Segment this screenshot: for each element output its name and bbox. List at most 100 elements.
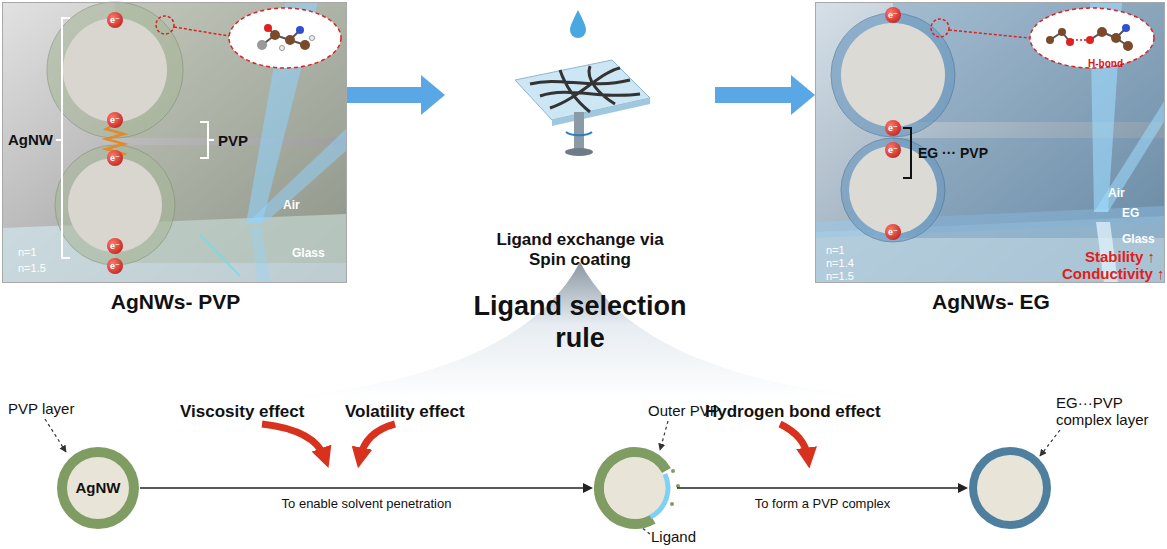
pvp-panel-art — [229, 8, 341, 68]
arrow-head — [421, 75, 445, 115]
rule-band: Ligand selection rule — [230, 262, 930, 400]
part-label: AgNW — [8, 131, 53, 148]
callout: Ligand — [651, 528, 696, 545]
core-label: AgNW — [56, 479, 140, 496]
pvp-panel-art — [200, 235, 240, 276]
leader-line — [45, 419, 1060, 534]
eg-panel-art — [1030, 8, 1154, 68]
effect-arrow — [360, 424, 395, 458]
pvp-panel-art — [47, 2, 183, 138]
pvp-panel-art — [296, 26, 304, 34]
eg-panel-art — [1058, 28, 1066, 36]
spin-coater-art — [515, 60, 650, 120]
index-label: n=1.5 — [826, 270, 854, 282]
arrow-head — [583, 483, 593, 493]
eg-panel-art — [1086, 36, 1094, 44]
spin-coater-art — [570, 10, 586, 38]
eg-panel-art — [931, 19, 949, 37]
pvp-panel-art — [2, 2, 347, 283]
electron-symbol: e⁻ — [885, 7, 901, 23]
pvp-panel-art — [310, 36, 315, 41]
pvp-panel-art — [55, 145, 175, 265]
result-label: Stability ↑ — [1085, 248, 1155, 265]
nanowire-cross-section-outline — [968, 446, 1052, 530]
callout: EG···PVP complex layer — [1056, 394, 1166, 428]
medium-label: Glass — [1122, 232, 1155, 246]
eg-panel-art — [1066, 38, 1074, 46]
step-label: Ligand exchange via Spin coating — [495, 230, 665, 270]
leader-line — [1040, 430, 1060, 456]
nanowire-cross-section-outline — [57, 447, 139, 529]
connector-line — [347, 87, 426, 103]
panel: AgNWs- PVP — [2, 2, 347, 283]
pvp-panel-art — [200, 122, 214, 158]
pvp-panel-art — [250, 226, 270, 283]
flow-arrow — [677, 483, 968, 493]
electron-symbol: e⁻ — [885, 224, 901, 240]
eg-panel-art — [815, 2, 1165, 283]
eg-panel-art — [1094, 100, 1165, 212]
rule-band-outline — [230, 262, 930, 400]
pvp-panel-art — [300, 40, 310, 50]
process-step: Ligand exchange via Spin coating — [445, 15, 715, 270]
panel-title: AgNWs- EG — [856, 290, 1126, 314]
part-label: PVP — [218, 132, 248, 149]
medium-label: Air — [1108, 186, 1125, 200]
result-label: Conductivity ↑ — [1062, 265, 1165, 282]
spin-coater-art — [566, 132, 592, 135]
pvp-panel-art — [285, 35, 295, 45]
nanowire-cross-section-outline — [671, 469, 675, 473]
electron-symbol: e⁻ — [107, 258, 123, 274]
pvp-panel-art — [63, 18, 167, 122]
arrow-head — [791, 75, 815, 115]
effect-label: Viscosity effect — [180, 402, 304, 422]
nanowire-cross-section: Outer PVPLigand — [593, 446, 677, 530]
eg-panel-art — [1097, 27, 1107, 37]
process-arrow — [715, 75, 815, 115]
electron-symbol: e⁻ — [107, 238, 123, 254]
eg-panel-art — [903, 128, 911, 178]
nanowire-cross-section-outline — [670, 502, 674, 506]
pvp-panel-art — [174, 27, 229, 36]
medium-label: Air — [283, 198, 300, 212]
medium-label: Glass — [292, 246, 325, 260]
pvp-panel-art — [264, 24, 272, 32]
pvp-panel-art — [156, 16, 174, 34]
index-label: n=1 — [18, 246, 37, 258]
eg-panel-art — [1050, 28, 1128, 46]
eg-panel-art — [841, 23, 945, 127]
leader-line — [45, 419, 66, 452]
index-label: n=1.4 — [826, 257, 854, 269]
eg-panel-art — [1072, 39, 1088, 41]
spin-coater-art — [530, 66, 640, 112]
connector-line — [677, 487, 960, 489]
band-title: Ligand selection rule — [465, 290, 695, 354]
bond-label: H-bond — [1088, 58, 1123, 69]
eg-panel-art — [831, 13, 955, 137]
connector-line — [140, 487, 585, 489]
index-label: n=1 — [826, 244, 845, 256]
spin-coater-art — [515, 10, 650, 156]
connector-line — [715, 87, 796, 103]
medium-label: EG — [1122, 206, 1139, 220]
index-label: n=1.5 — [18, 262, 46, 274]
nanowire-cross-section-outline — [969, 447, 1051, 529]
nanowire-cross-section-outline — [586, 439, 684, 537]
pvp-panel-art — [270, 30, 280, 40]
panel: AgNWs- EG — [815, 2, 1165, 283]
flow-arrow — [140, 483, 593, 493]
leader-line — [660, 421, 668, 450]
part-label: EG ··· PVP — [918, 145, 988, 161]
electron-symbol: e⁻ — [107, 12, 123, 28]
effect-arrow — [262, 424, 325, 458]
nanowire-cross-section-outline — [676, 484, 680, 488]
nanowire-cross-section-outline — [977, 455, 1043, 521]
nanowire-cross-section: PVP layerAgNW — [56, 446, 140, 530]
effect-arrow — [262, 424, 808, 458]
arrow-head — [958, 483, 968, 493]
effect-label: Hydrogen bond effect — [705, 402, 881, 422]
panel-title: AgNWs- PVP — [43, 290, 308, 314]
effect-arrow — [780, 424, 808, 458]
